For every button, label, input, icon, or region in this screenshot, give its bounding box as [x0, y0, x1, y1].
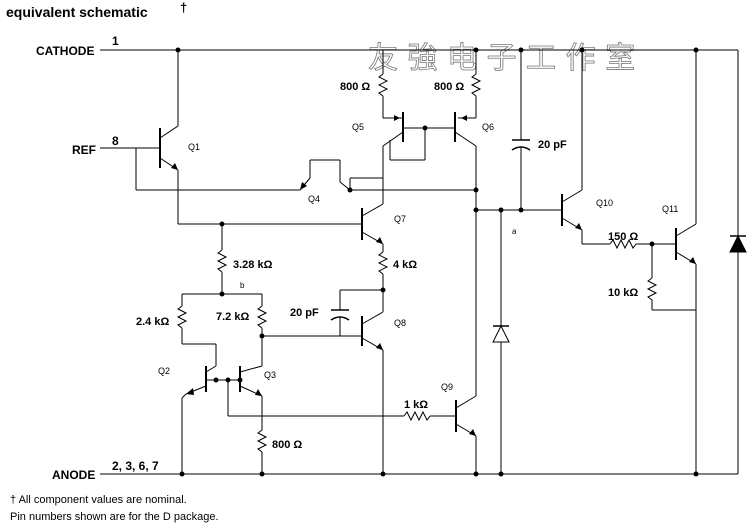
anode-pin-number: 2, 3, 6, 7 [112, 459, 159, 473]
cathode-label: CATHODE [36, 44, 94, 58]
resistor-r-q7 [377, 244, 389, 290]
transistor-q8 [361, 290, 384, 474]
r-q7-value: 4 kΩ [393, 259, 417, 271]
c-q8-value: 20 pF [290, 307, 319, 319]
node-a-label: a [512, 227, 517, 236]
ref-label: REF [72, 143, 96, 157]
node-b-label: b [240, 281, 245, 290]
resistor-r-2k4 [176, 305, 217, 366]
junction-dots [175, 47, 699, 477]
transistor-q10 [561, 50, 610, 245]
resistor-r-800-bottom [256, 429, 268, 474]
diode-d2 [729, 50, 747, 474]
q8-label: Q8 [394, 318, 406, 328]
r-7k2-value: 7.2 kΩ [216, 311, 249, 323]
q7-label: Q7 [394, 214, 406, 224]
transistor-q1 [100, 50, 300, 224]
watermark-text: 友 強 电 子 工 作 室 [368, 41, 635, 76]
transistor-q5 [382, 112, 455, 178]
q9-label: Q9 [441, 382, 453, 392]
transistor-q6 [454, 112, 477, 210]
q6-label: Q6 [482, 122, 494, 132]
resistor-r-10k [646, 277, 696, 311]
footnote-nominal: † All component values are nominal. [10, 494, 187, 506]
transistor-q9 [455, 210, 477, 474]
resistor-r-q6 [470, 50, 482, 118]
c-top-value: 20 pF [538, 139, 567, 151]
capacitor-c-q8 [330, 289, 383, 336]
r-b-value: 3.28 kΩ [233, 259, 273, 271]
capacitor-c-top [511, 50, 531, 210]
transistor-q4 [299, 159, 476, 191]
r-800-bottom-value: 800 Ω [272, 439, 302, 451]
diode-d1 [492, 324, 510, 474]
r-2k4-value: 2.4 kΩ [136, 316, 169, 328]
r-q5-value: 800 Ω [340, 81, 370, 93]
anode-label: ANODE [52, 468, 95, 482]
q5-label: Q5 [352, 122, 364, 132]
q3-label: Q3 [264, 370, 276, 380]
q11-label: Q11 [662, 204, 678, 214]
q1-label: Q1 [188, 142, 200, 152]
transistor-q11 [675, 50, 697, 474]
ref-pin-number: 8 [112, 134, 119, 148]
q2-label: Q2 [158, 366, 170, 376]
node-a-bus [476, 209, 562, 326]
r-150-value: 150 Ω [608, 231, 638, 243]
transistor-q3 [227, 365, 404, 430]
resistor-r-1k [403, 410, 456, 422]
footnote-package: Pin numbers shown are for the D package. [10, 511, 219, 523]
r-10k-value: 10 kΩ [608, 287, 638, 299]
cathode-pin-number: 1 [112, 34, 119, 48]
r-1k-value: 1 kΩ [404, 399, 428, 411]
q10-label: Q10 [596, 198, 613, 208]
schematic-title: equivalent schematic [6, 4, 148, 20]
resistor-r-q5 [377, 50, 389, 118]
q4-label: Q4 [308, 194, 320, 204]
r-q6-value: 800 Ω [434, 81, 464, 93]
resistor-r-150 [609, 238, 676, 278]
title-dagger: † [180, 0, 187, 15]
resistor-r-b [216, 224, 228, 294]
transistor-q2 [181, 365, 240, 474]
transistor-q7 [178, 178, 384, 245]
